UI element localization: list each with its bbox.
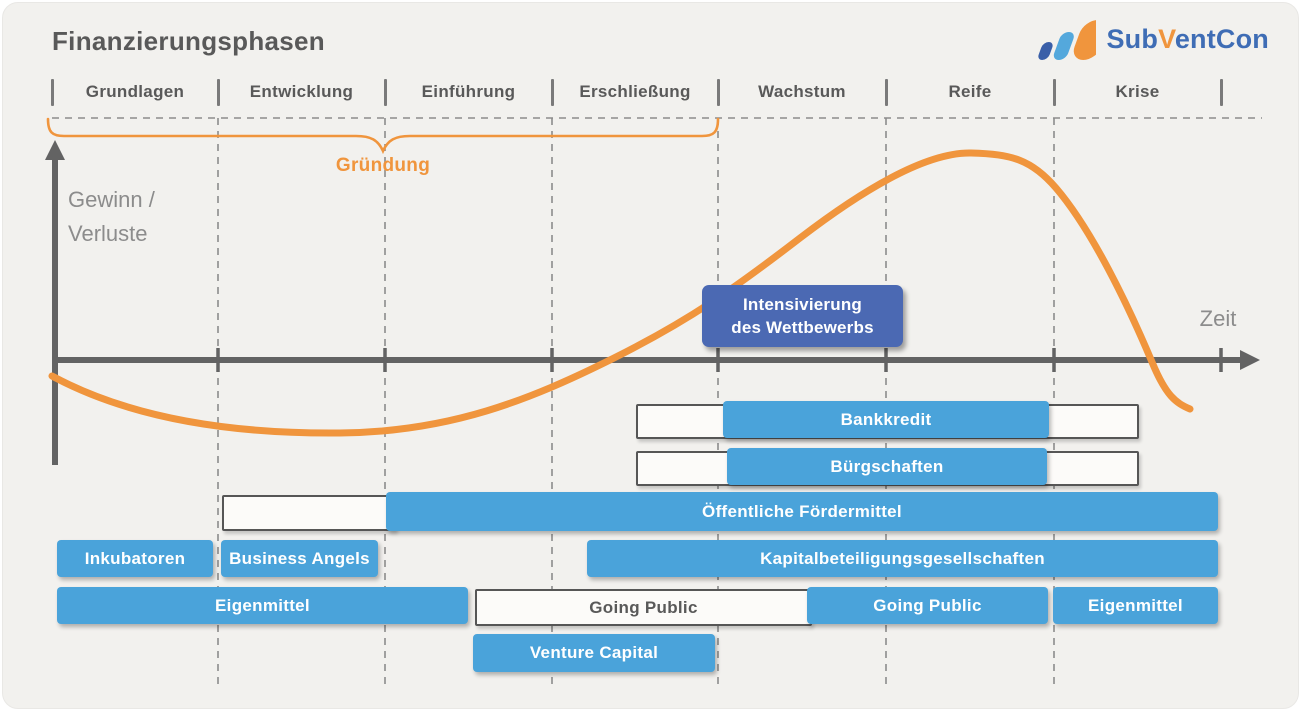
phase-label-grundlagen: Grundlagen — [85, 82, 185, 101]
phase-label-wachstum: Wachstum — [758, 82, 846, 101]
gruendung-label: Gründung — [335, 155, 431, 176]
phase-label-erschliessung: Erschließung — [579, 82, 691, 101]
annotation-line1: Intensivierung — [743, 295, 862, 314]
logo: SubVentCon — [1016, 18, 1269, 60]
logo-text-v: V — [1158, 23, 1175, 54]
phase-label-reife: Reife — [948, 82, 992, 101]
phase-separator — [885, 79, 888, 106]
bar-eigenmittel-spaet: Eigenmittel — [1053, 587, 1218, 624]
phase-separator — [51, 79, 54, 106]
logo-text-sub: Sub — [1106, 23, 1159, 54]
phase-separator — [217, 79, 220, 106]
bar-going-public-range: Going Public — [475, 589, 812, 626]
logo-text-entcon: entCon — [1174, 23, 1269, 54]
phase-separator — [1053, 79, 1056, 106]
phase-separator — [1220, 79, 1223, 106]
bar-inkubatoren: Inkubatoren — [57, 540, 213, 577]
x-axis-label: Zeit — [1199, 306, 1237, 331]
x-axis-ticks — [216, 348, 1223, 372]
y-axis — [45, 140, 65, 465]
bar-bankkredit: Bankkredit — [723, 401, 1049, 438]
annotation-box: Intensivierung des Wettbewerbs — [702, 285, 903, 347]
y-axis-label: Gewinn / Verluste — [68, 183, 155, 251]
y-axis-label-line2: Verluste — [68, 221, 148, 246]
gruendung-brace — [46, 117, 720, 155]
page-title: Finanzierungsphasen — [52, 26, 325, 56]
phase-separator — [551, 79, 554, 106]
bar-kapitalbeteiligungsgesellschaften: Kapitalbeteiligungsgesellschaften — [587, 540, 1218, 577]
phase-label-einfuehrung: Einführung — [421, 82, 516, 101]
annotation-line2: des Wettbewerbs — [731, 318, 874, 337]
bar-going-public: Going Public — [807, 587, 1048, 624]
logo-icon — [1038, 20, 1097, 60]
bar-venture-capital: Venture Capital — [473, 634, 715, 672]
x-axis — [52, 348, 1260, 372]
x-axis-arrow — [1240, 350, 1260, 370]
bar-business-angels: Business Angels — [221, 540, 378, 577]
phase-separator — [717, 79, 720, 106]
bar-buergschaften: Bürgschaften — [727, 448, 1047, 485]
phase-label-entwicklung: Entwicklung — [249, 82, 354, 101]
phase-label-krise: Krise — [1115, 82, 1160, 101]
logo-text: SubVentCon — [1106, 24, 1269, 55]
y-axis-label-line1: Gewinn / — [68, 187, 155, 212]
y-axis-arrow — [45, 140, 65, 160]
bar-foerdermittel-range — [222, 495, 396, 531]
bar-eigenmittel-frueh: Eigenmittel — [57, 587, 468, 624]
bar-oeffentliche-foerdermittel: Öffentliche Fördermittel — [386, 492, 1218, 531]
profit-loss-curve — [48, 149, 1194, 437]
phase-separator — [384, 79, 387, 106]
